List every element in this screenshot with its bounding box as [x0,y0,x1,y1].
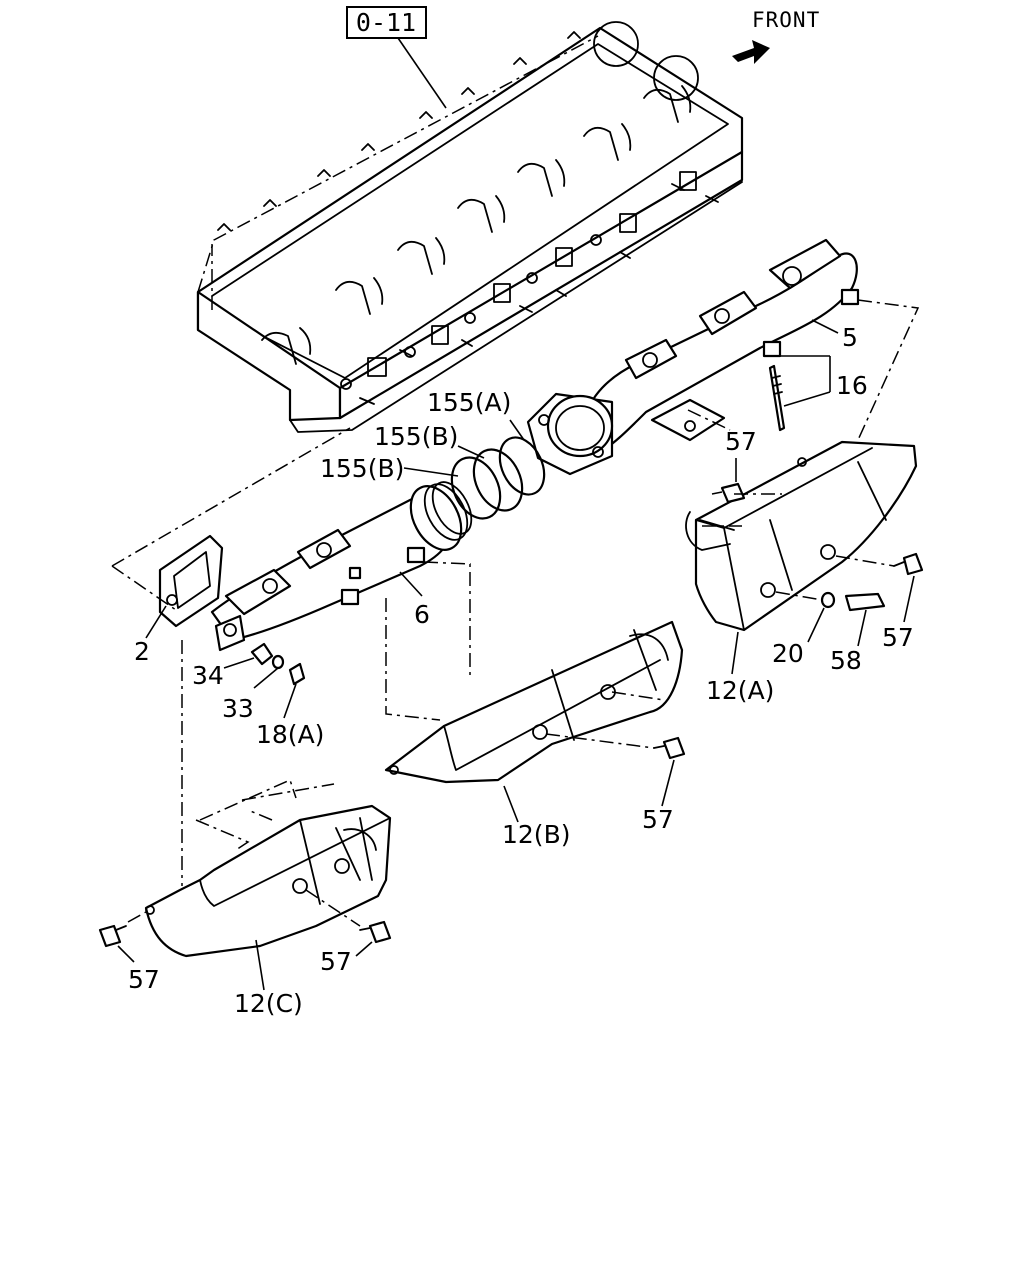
bolt-57-lower [305,889,392,957]
callout-2: 2 [134,637,150,666]
front-direction: FRONT [732,8,820,64]
reference-box: 0-11 [346,6,447,109]
heat-shield-12b [384,620,684,823]
callout-12a: 12(A) [706,676,774,705]
reference-box-label: 0-11 [356,8,416,37]
gasket-2 [145,534,224,639]
callout-58: 58 [830,646,862,675]
callout-57-upper: 57 [725,427,757,456]
callout-6: 6 [414,600,430,629]
callout-12b: 12(B) [502,820,570,849]
callout-155b-upper: 155(B) [374,422,458,451]
front-label: FRONT [752,8,820,32]
callout-20: 20 [772,639,804,668]
heat-shield-12a [685,440,918,675]
bolt-57-left [98,911,147,963]
washer-20-stud-58 [775,591,886,647]
exhaust-manifold-rear [526,238,860,476]
callout-57-lower: 57 [320,947,352,976]
exhaust-manifold-front [210,481,473,652]
heat-shield-12c [144,804,392,991]
bolt-57-upper [720,458,746,504]
fasteners-34-33-18a [223,642,306,719]
callout-18a: 18(A) [256,720,324,749]
callout-12c: 12(C) [234,989,303,1018]
callout-34: 34 [192,661,224,690]
callout-33: 33 [222,694,254,723]
callout-57-mid: 57 [642,805,674,834]
stud-16 [768,355,831,432]
bolt-57-right [835,552,924,623]
callout-155a: 155(A) [427,388,511,417]
callout-16: 16 [836,371,868,400]
cylinder-head [196,21,744,433]
bolt-57-mid [545,733,686,807]
callout-57-left: 57 [128,965,160,994]
front-arrow-icon [732,40,770,64]
callout-57-right: 57 [882,623,914,652]
callout-5: 5 [842,323,858,352]
callout-155b-lower: 155(B) [320,454,404,483]
seal-rings [403,419,546,520]
